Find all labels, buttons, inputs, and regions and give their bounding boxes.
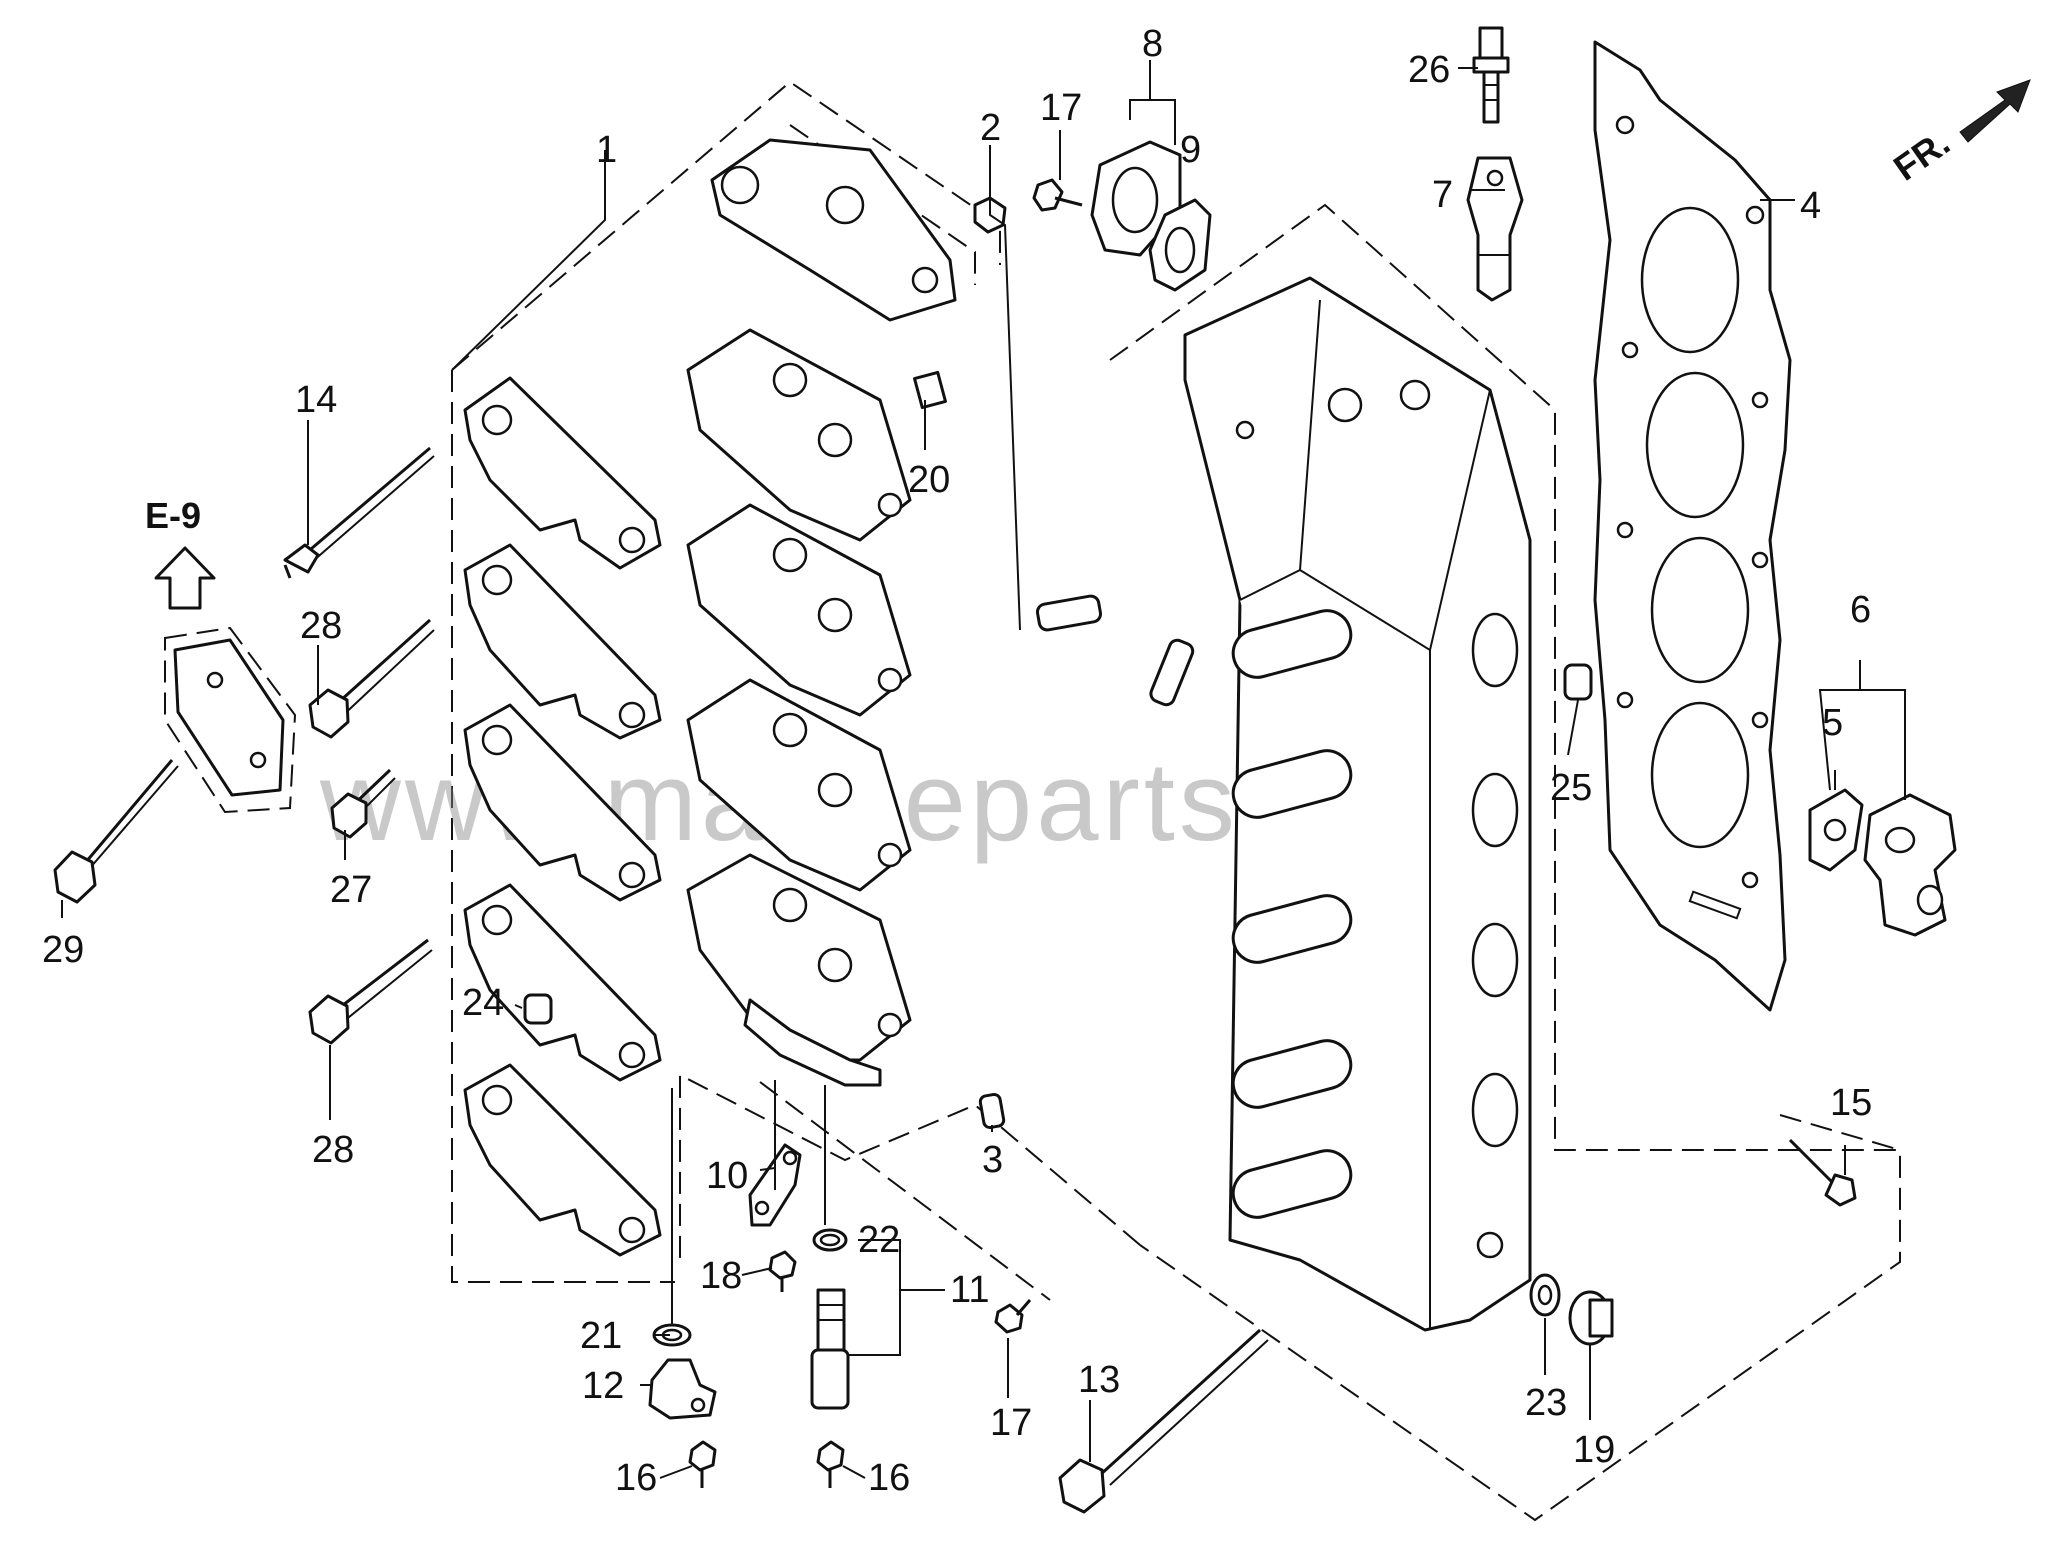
bracket-plate — [164, 626, 297, 814]
callout-10: 10 — [706, 1155, 748, 1197]
dowel-24 — [523, 993, 553, 1025]
section-ref-label: E-9 — [145, 495, 201, 536]
cam-holder-right-4 — [686, 678, 912, 892]
callout-26: 26 — [1408, 49, 1450, 91]
callout-17a: 17 — [1040, 87, 1082, 129]
assembly-boundary-lines — [451, 80, 1901, 1522]
callout-15: 15 — [1830, 1082, 1872, 1124]
gasket-5 — [1808, 788, 1864, 872]
dowel-pin-angled — [1149, 638, 1195, 707]
callout-7: 7 — [1432, 174, 1453, 216]
callout-8: 8 — [1142, 23, 1163, 65]
callout-5: 5 — [1822, 702, 1843, 744]
callout-23: 23 — [1525, 1382, 1567, 1424]
cam-holder-right-5 — [686, 853, 912, 1087]
callout-12: 12 — [582, 1365, 624, 1407]
callout-25: 25 — [1550, 767, 1592, 809]
cam-holder-left-1 — [463, 376, 662, 570]
plug-20 — [913, 370, 947, 410]
cam-holder-right-2 — [686, 328, 912, 542]
cam-holder-right-3 — [686, 503, 912, 717]
bolt-15 — [1788, 1138, 1857, 1207]
washer-23 — [1529, 1273, 1561, 1317]
camshaft-lobes — [1231, 609, 1353, 1219]
sensor-11 — [810, 1288, 850, 1410]
callout-28a: 28 — [300, 605, 342, 647]
callout-3: 3 — [982, 1139, 1003, 1181]
bolt-16-right — [816, 1440, 845, 1488]
callout-27: 27 — [330, 869, 372, 911]
bolt-29 — [53, 759, 179, 904]
temperature-sensor-7 — [1466, 156, 1524, 302]
bolt-17-top — [1032, 178, 1083, 212]
section-reference-e9[interactable]: E-9 — [145, 495, 216, 610]
callout-28b: 28 — [312, 1129, 354, 1171]
cam-holder-left-5 — [463, 1063, 662, 1257]
callout-labels: 1 2 3 4 5 6 7 8 9 10 11 12 13 14 15 16 1… — [42, 23, 1872, 1499]
bolt-16-left — [688, 1440, 717, 1488]
bolt-28-upper — [308, 618, 435, 739]
sensor-bolt-26 — [1472, 26, 1510, 124]
o-ring-22 — [812, 1228, 848, 1252]
callout-16b: 16 — [868, 1457, 910, 1499]
cam-holder-left-3 — [463, 703, 662, 902]
callout-24: 24 — [462, 982, 504, 1024]
thermostat-cover-8 — [1090, 140, 1182, 257]
callout-13: 13 — [1078, 1359, 1120, 1401]
callout-6: 6 — [1850, 589, 1871, 631]
bolt-18 — [768, 1250, 797, 1292]
bolt-27 — [330, 768, 396, 839]
front-label: FR. — [1886, 122, 1957, 189]
leader-lines — [61, 60, 1906, 1479]
plug-19 — [1568, 1290, 1614, 1346]
bolt-17-bottom — [994, 1299, 1032, 1334]
up-arrow-icon — [154, 546, 216, 610]
gasket-9 — [1148, 198, 1212, 292]
bolt-13 — [1058, 1328, 1269, 1514]
callout-1: 1 — [596, 129, 617, 171]
bolt-14-stud — [283, 446, 435, 579]
callout-9: 9 — [1180, 129, 1201, 171]
cover-12 — [648, 1358, 717, 1420]
callout-14: 14 — [295, 379, 337, 421]
callout-4: 4 — [1800, 185, 1821, 227]
cam-holder-right-top — [710, 138, 957, 322]
callout-16a: 16 — [615, 1457, 657, 1499]
callout-19: 19 — [1573, 1429, 1615, 1471]
side-ports — [1471, 612, 1519, 1148]
callout-11: 11 — [950, 1269, 989, 1311]
head-gasket — [1593, 40, 1792, 1012]
cam-holder-left-2 — [463, 543, 662, 740]
dowel-pin-3 — [978, 1092, 1006, 1130]
dowel-pin-upper — [1035, 594, 1103, 632]
front-arrow-icon — [1959, 79, 2031, 143]
callout-17b: 17 — [990, 1402, 1032, 1444]
front-direction-indicator: FR. — [1886, 79, 2031, 189]
callout-18: 18 — [700, 1255, 742, 1297]
callout-21: 21 — [580, 1315, 622, 1357]
cylinder-head-block — [1183, 276, 1532, 1332]
callout-20: 20 — [908, 459, 950, 501]
water-joint-6 — [1863, 793, 1957, 937]
cam-holder-left-4 — [463, 883, 662, 1082]
callout-29: 29 — [42, 929, 84, 971]
dowel-25 — [1563, 663, 1593, 701]
callout-22: 22 — [858, 1219, 900, 1261]
bolt-28-lower — [308, 938, 433, 1045]
callout-2: 2 — [980, 107, 1001, 149]
